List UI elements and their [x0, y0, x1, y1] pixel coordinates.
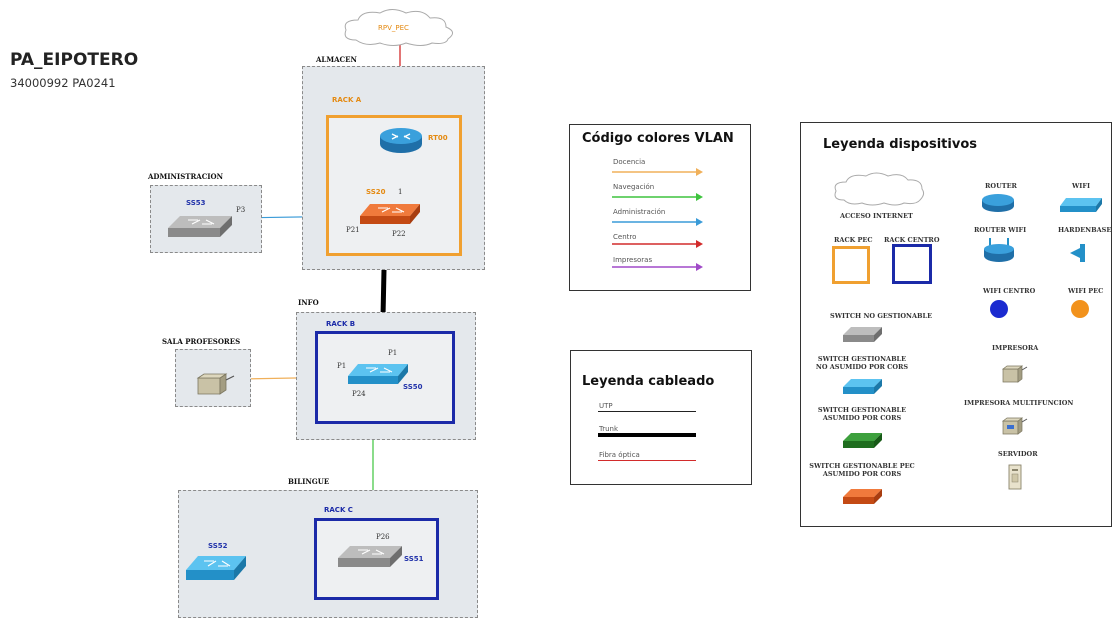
vlan-label-docencia: Docencia	[613, 158, 646, 166]
admin-port: P3	[236, 206, 246, 214]
cloud-icon	[344, 9, 453, 46]
vlan-legend	[569, 124, 751, 291]
switch-green-icon	[843, 433, 882, 448]
switch-blue-icon	[186, 556, 246, 580]
printer-icon	[196, 373, 235, 395]
vlan-label-centro: Centro	[613, 233, 637, 241]
core-switch-icon	[360, 204, 420, 224]
switch-gray-icon	[843, 327, 882, 342]
area-sala-profesores-label: SALA PROFESORES	[162, 337, 241, 346]
cloud-label: RPV_PEC	[378, 24, 409, 32]
vlan-arrow-administracion	[612, 218, 703, 226]
switch-blue-icon	[843, 379, 882, 394]
legend-impresora-label: IMPRESORA	[992, 344, 1039, 352]
vlan-label-navegacion: Navegación	[613, 183, 655, 191]
vlan-label-impresoras: Impresoras	[613, 256, 653, 264]
info-port-p1-left: P1	[337, 362, 347, 370]
switch-orange-icon	[843, 489, 882, 504]
legend-rack-centro	[892, 244, 932, 284]
legend-rack-pec	[832, 246, 870, 284]
core-port-1: 1	[398, 188, 403, 196]
cable-label-trunk: Trunk	[599, 425, 619, 433]
switch-info-label: SS50	[403, 383, 423, 391]
hardenbase-icon	[1070, 244, 1085, 262]
device-legend-title: Leyenda dispositivos	[823, 137, 977, 152]
cable-label-fibra: Fibra óptica	[599, 451, 640, 459]
legend-switch-gest-cors-label: SWITCH GESTIONABLE ASUMIDO POR CORS	[817, 406, 907, 422]
switch-gray-icon	[168, 216, 232, 237]
legend-internet-label: ACCESO INTERNET	[840, 212, 913, 220]
cable-legend-title: Leyenda cableado	[582, 374, 715, 389]
switch-blue-icon	[348, 364, 408, 384]
legend-switch-no-gest-label: SWITCH NO GESTIONABLE	[830, 312, 933, 320]
printer-icon	[1002, 365, 1028, 383]
rack-a	[326, 115, 462, 256]
legend-wifi-centro-dot	[990, 300, 1008, 318]
vlan-arrow-docencia	[612, 168, 703, 176]
cable-line-utp	[598, 411, 696, 412]
area-info-label: INFO	[298, 298, 319, 307]
cable-line-trunk	[598, 433, 696, 437]
cable-line-fibra	[598, 460, 696, 461]
legend-rack-centro-label: RACK CENTRO	[884, 236, 940, 244]
vlan-arrow-impresoras	[612, 263, 703, 271]
cable-label-utp: UTP	[599, 402, 613, 410]
wifi-ap-icon	[1060, 198, 1102, 212]
vlan-label-administracion: Administración	[613, 208, 666, 216]
area-almacen-label: ALMACEN	[316, 55, 357, 64]
vlan-arrow-navegacion	[612, 193, 703, 201]
legend-rack-pec-label: RACK PEC	[834, 236, 873, 244]
info-port-p1-top: P1	[388, 349, 398, 357]
router-icon	[982, 194, 1014, 212]
legend-switch-gest-pec-label: SWITCH GESTIONABLE PEC ASUMIDO POR CORS	[809, 462, 915, 478]
legend-router-wifi-label: ROUTER WIFI	[974, 226, 1027, 234]
bilingue-port-p26: P26	[376, 533, 390, 541]
area-administracion-label: ADMINISTRACION	[148, 172, 224, 181]
rack-c-label: RACK C	[324, 506, 353, 514]
switch-admin-label: SS53	[186, 199, 206, 207]
legend-wifi-centro-label: WIFI CENTRO	[983, 287, 1036, 295]
core-port-21: P21	[346, 226, 360, 234]
cloud-icon	[834, 172, 925, 206]
legend-wifi-pec-dot	[1071, 300, 1089, 318]
legend-wifi-label: WIFI	[1072, 182, 1090, 190]
area-bilingue-label: BILINGUE	[288, 477, 330, 486]
legend-router-label: ROUTER	[985, 182, 1017, 190]
legend-servidor-label: SERVIDOR	[998, 450, 1038, 458]
page-title: PA_EIPOTERO	[10, 50, 139, 70]
legend-impresora-multi-label: IMPRESORA MULTIFUNCION	[964, 399, 1074, 407]
switch-gray-icon	[338, 546, 402, 567]
legend-wifi-pec-label: WIFI PEC	[1068, 287, 1104, 295]
legend-hardenbase-label: HARDENBASE	[1058, 226, 1112, 234]
switch-aula-label: SS52	[208, 542, 228, 550]
legend-switch-gest-no-cors-label: SWITCH GESTIONABLE NO ASUMIDO POR CORS	[815, 355, 909, 371]
info-port-p24: P24	[352, 390, 366, 398]
vlan-legend-title: Código colores VLAN	[582, 131, 734, 146]
router-wifi-icon	[984, 238, 1014, 262]
core-switch-label: SS20	[366, 188, 386, 196]
rack-b-label: RACK B	[326, 320, 356, 328]
multifunction-printer-icon	[1002, 417, 1028, 435]
router-icon	[380, 128, 422, 153]
core-port-22: P22	[392, 230, 406, 238]
vlan-arrow-centro	[612, 240, 703, 248]
switch-bilingue-label: SS51	[404, 555, 424, 563]
page-subtitle: 34000992 PA0241	[10, 76, 116, 90]
rack-a-label: RACK A	[332, 96, 362, 104]
router-label: RT00	[428, 134, 448, 142]
cable-legend	[570, 350, 752, 485]
server-icon	[1008, 464, 1022, 490]
